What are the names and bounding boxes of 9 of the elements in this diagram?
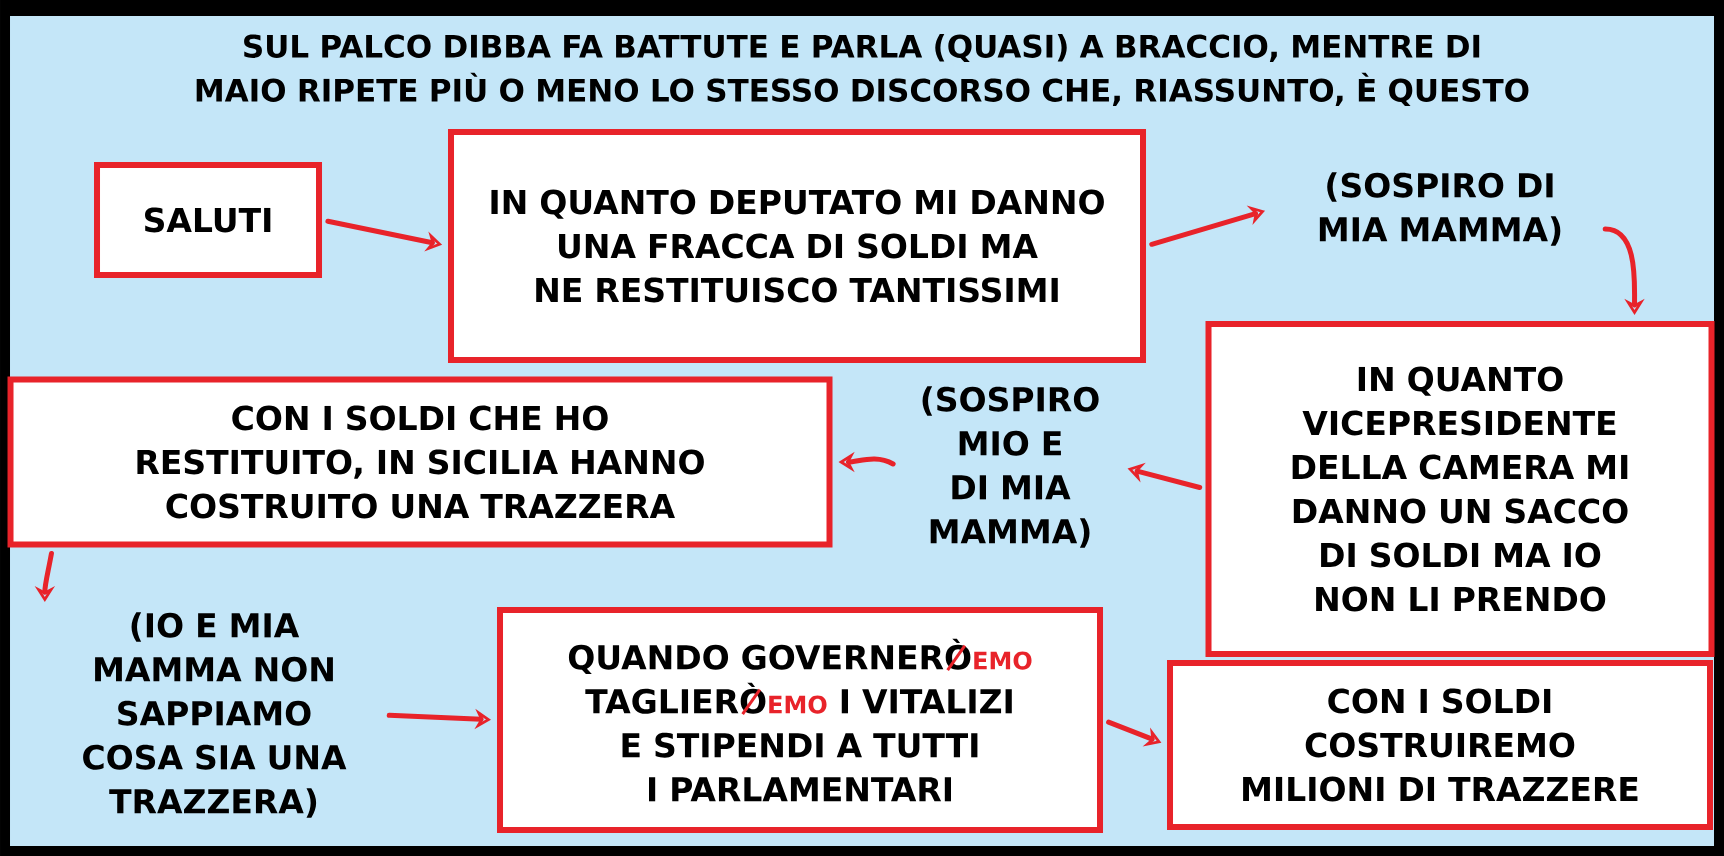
caption-text: (SOSPIRO DI MIA MAMMA) <box>1319 172 1561 246</box>
caption-text: (IO E MIA MAMMA NON SAPPIAMO COSA SIA UNA TRAZZERA) <box>83 612 347 818</box>
text-box: IN QUANTO VICEPRESIDENTE DELLA CAMERA MI DANNO UN SACCO DI SOLDI MA IO NON LI PRENDO <box>1205 321 1715 657</box>
caption-text: (SOSPIRO MIO E DI MIA MAMMA) <box>922 386 1099 548</box>
text-box: CON I SOLDI COSTRUIREMO MILIONI DI TRAZZERE <box>1167 660 1713 830</box>
title: SUL PALCO DIBBA FA BATTUTE E PARLA (QUASI) A BRACCIO, MENTRE DI MAIO RIPETE PIÙ O MENO LO STESSO DISCORSO CHE, RIASSUNTO, È QUESTO <box>196 33 1529 107</box>
text-box: CON I SOLDI CHE HO RESTITUITO, IN SICILIA HANNO COSTRUITO UNA TRAZZERA <box>7 376 833 548</box>
text-box: SALUTI <box>94 162 322 278</box>
text-box: IN QUANTO DEPUTATO MI DANNO UNA FRACCA DI SOLDI MA NE RESTITUISCO TANTISSIMI <box>448 129 1146 363</box>
